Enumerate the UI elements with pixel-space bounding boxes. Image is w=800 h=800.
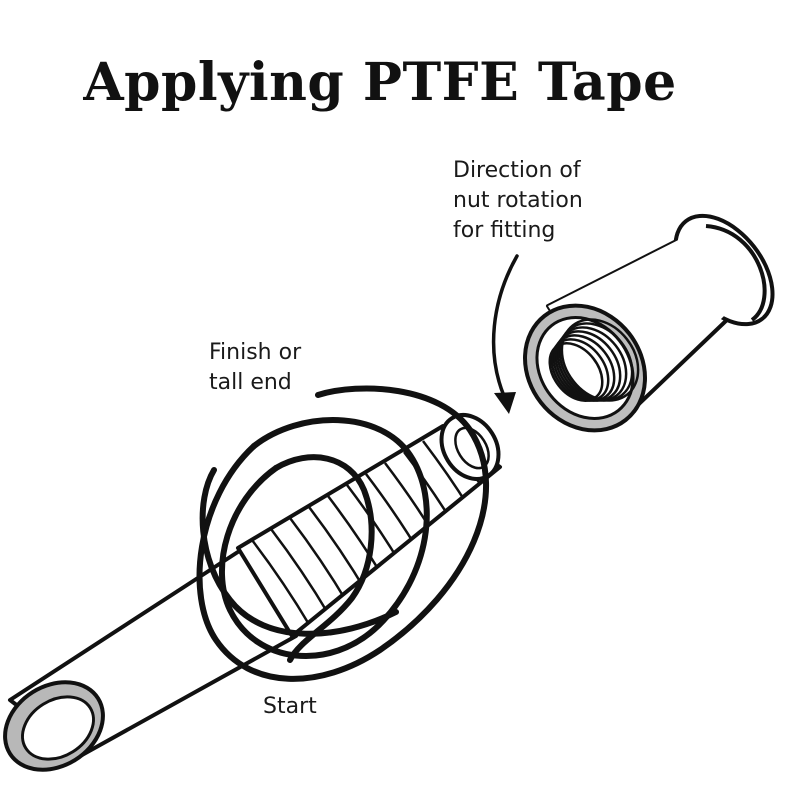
tape-wrap: [196, 385, 489, 682]
rotation-arrow: [491, 254, 519, 414]
diagram-title: Applying PTFE Tape: [83, 52, 677, 113]
label-line: Finish or: [209, 340, 302, 365]
coupling-nut: [523, 213, 775, 433]
label-direction-of-rotation: Direction of nut rotation for fitting: [453, 156, 583, 246]
tape-loop-inner: [273, 454, 375, 663]
label-start: Start: [263, 694, 317, 719]
tape-loop-middle: [218, 417, 430, 659]
rotation-arrow-shaft: [491, 254, 519, 398]
nut-internal-threads: [548, 318, 640, 402]
label-line: tall end: [209, 370, 292, 395]
tape-tail: [199, 467, 399, 637]
label-line: Direction of: [453, 158, 581, 183]
tape-loop-outer: [196, 385, 489, 682]
label-line: nut rotation: [453, 188, 583, 213]
label-finish-end: Finish or tall end: [209, 338, 301, 398]
label-line: for fitting: [453, 218, 556, 243]
pipe-bore: [21, 695, 95, 761]
rotation-arrow-head: [494, 392, 516, 414]
